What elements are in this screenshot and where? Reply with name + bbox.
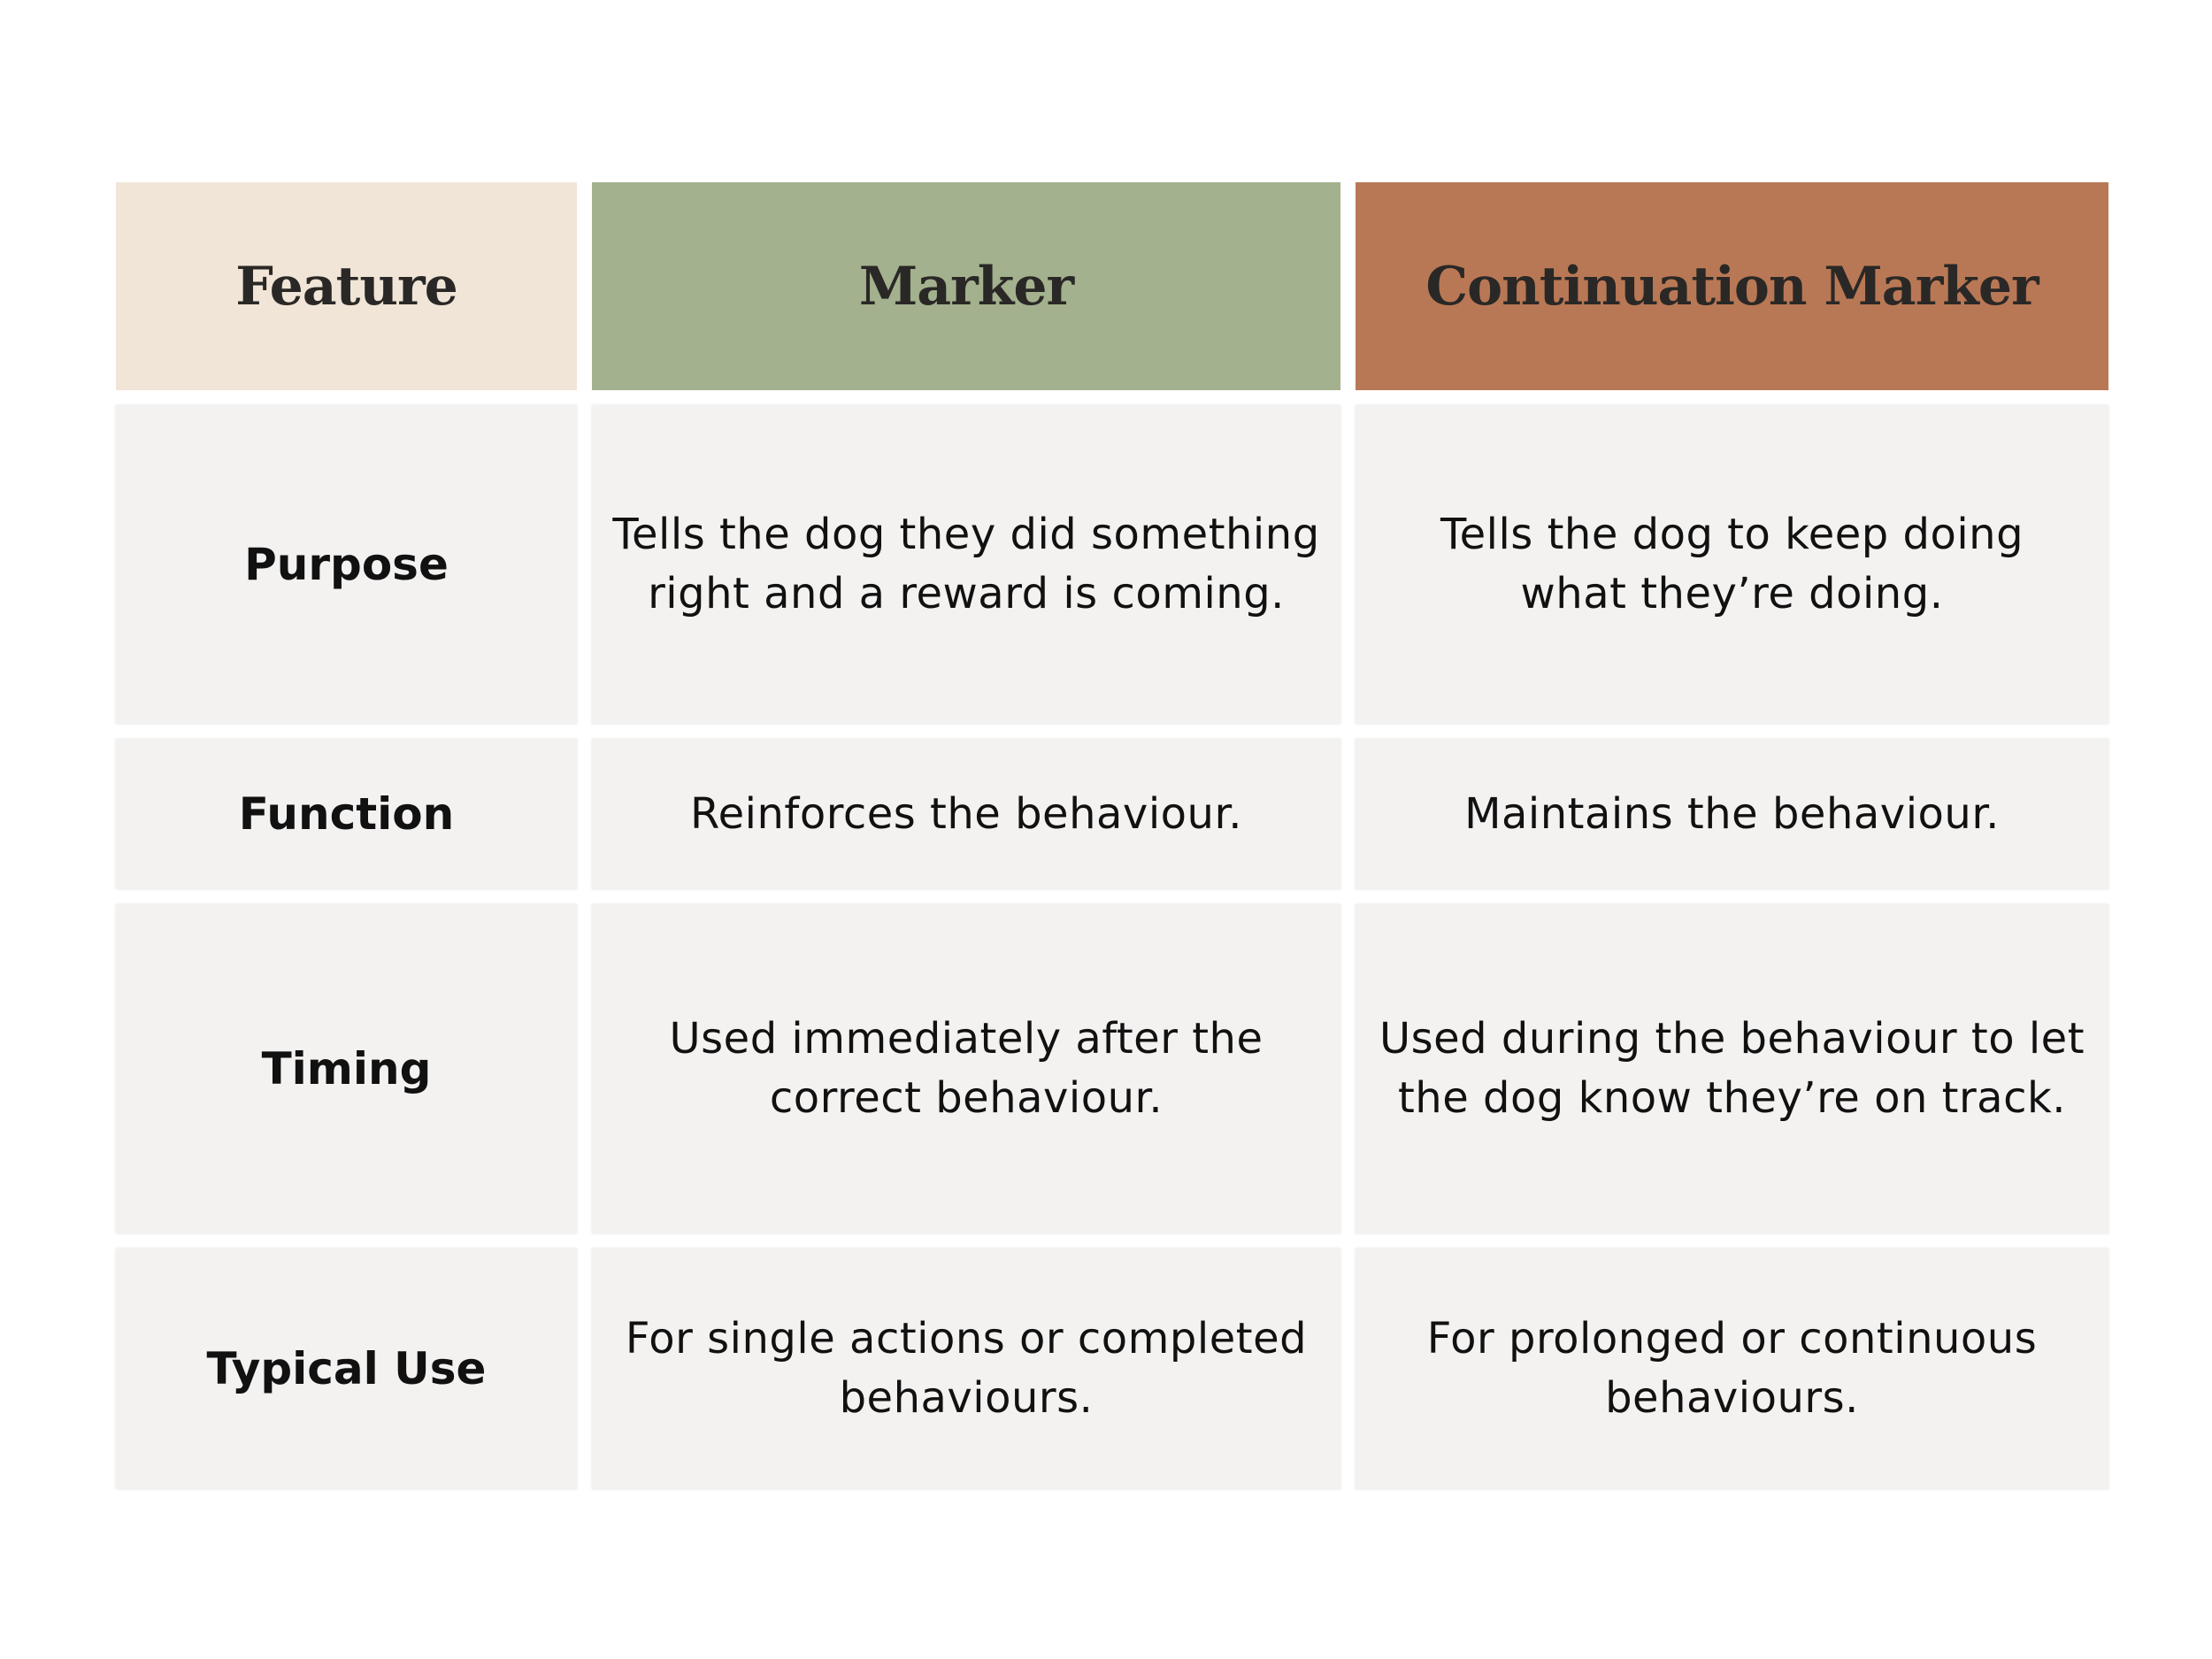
cell-purpose-marker: Tells the dog they did something right a… xyxy=(592,405,1340,724)
cell-typical-use-marker: For single actions or completed behaviou… xyxy=(592,1248,1340,1489)
header-marker: Marker xyxy=(592,182,1340,390)
header-continuation-marker: Continuation Marker xyxy=(1356,182,2108,390)
header-feature: Feature xyxy=(116,182,577,390)
row-label-typical-use: Typical Use xyxy=(116,1248,577,1489)
comparison-table: Feature Marker Continuation Marker Purpo… xyxy=(116,182,2108,1489)
cell-function-marker: Reinforces the behaviour. xyxy=(592,739,1340,889)
row-label-purpose: Purpose xyxy=(116,405,577,724)
cell-function-continuation: Maintains the behaviour. xyxy=(1356,739,2108,889)
cell-timing-continuation: Used during the behaviour to let the dog… xyxy=(1356,904,2108,1233)
cell-typical-use-continuation: For prolonged or continuous behaviours. xyxy=(1356,1248,2108,1489)
cell-timing-marker: Used immediately after the correct behav… xyxy=(592,904,1340,1233)
cell-purpose-continuation: Tells the dog to keep doing what they’re… xyxy=(1356,405,2108,724)
row-label-function: Function xyxy=(116,739,577,889)
row-label-timing: Timing xyxy=(116,904,577,1233)
